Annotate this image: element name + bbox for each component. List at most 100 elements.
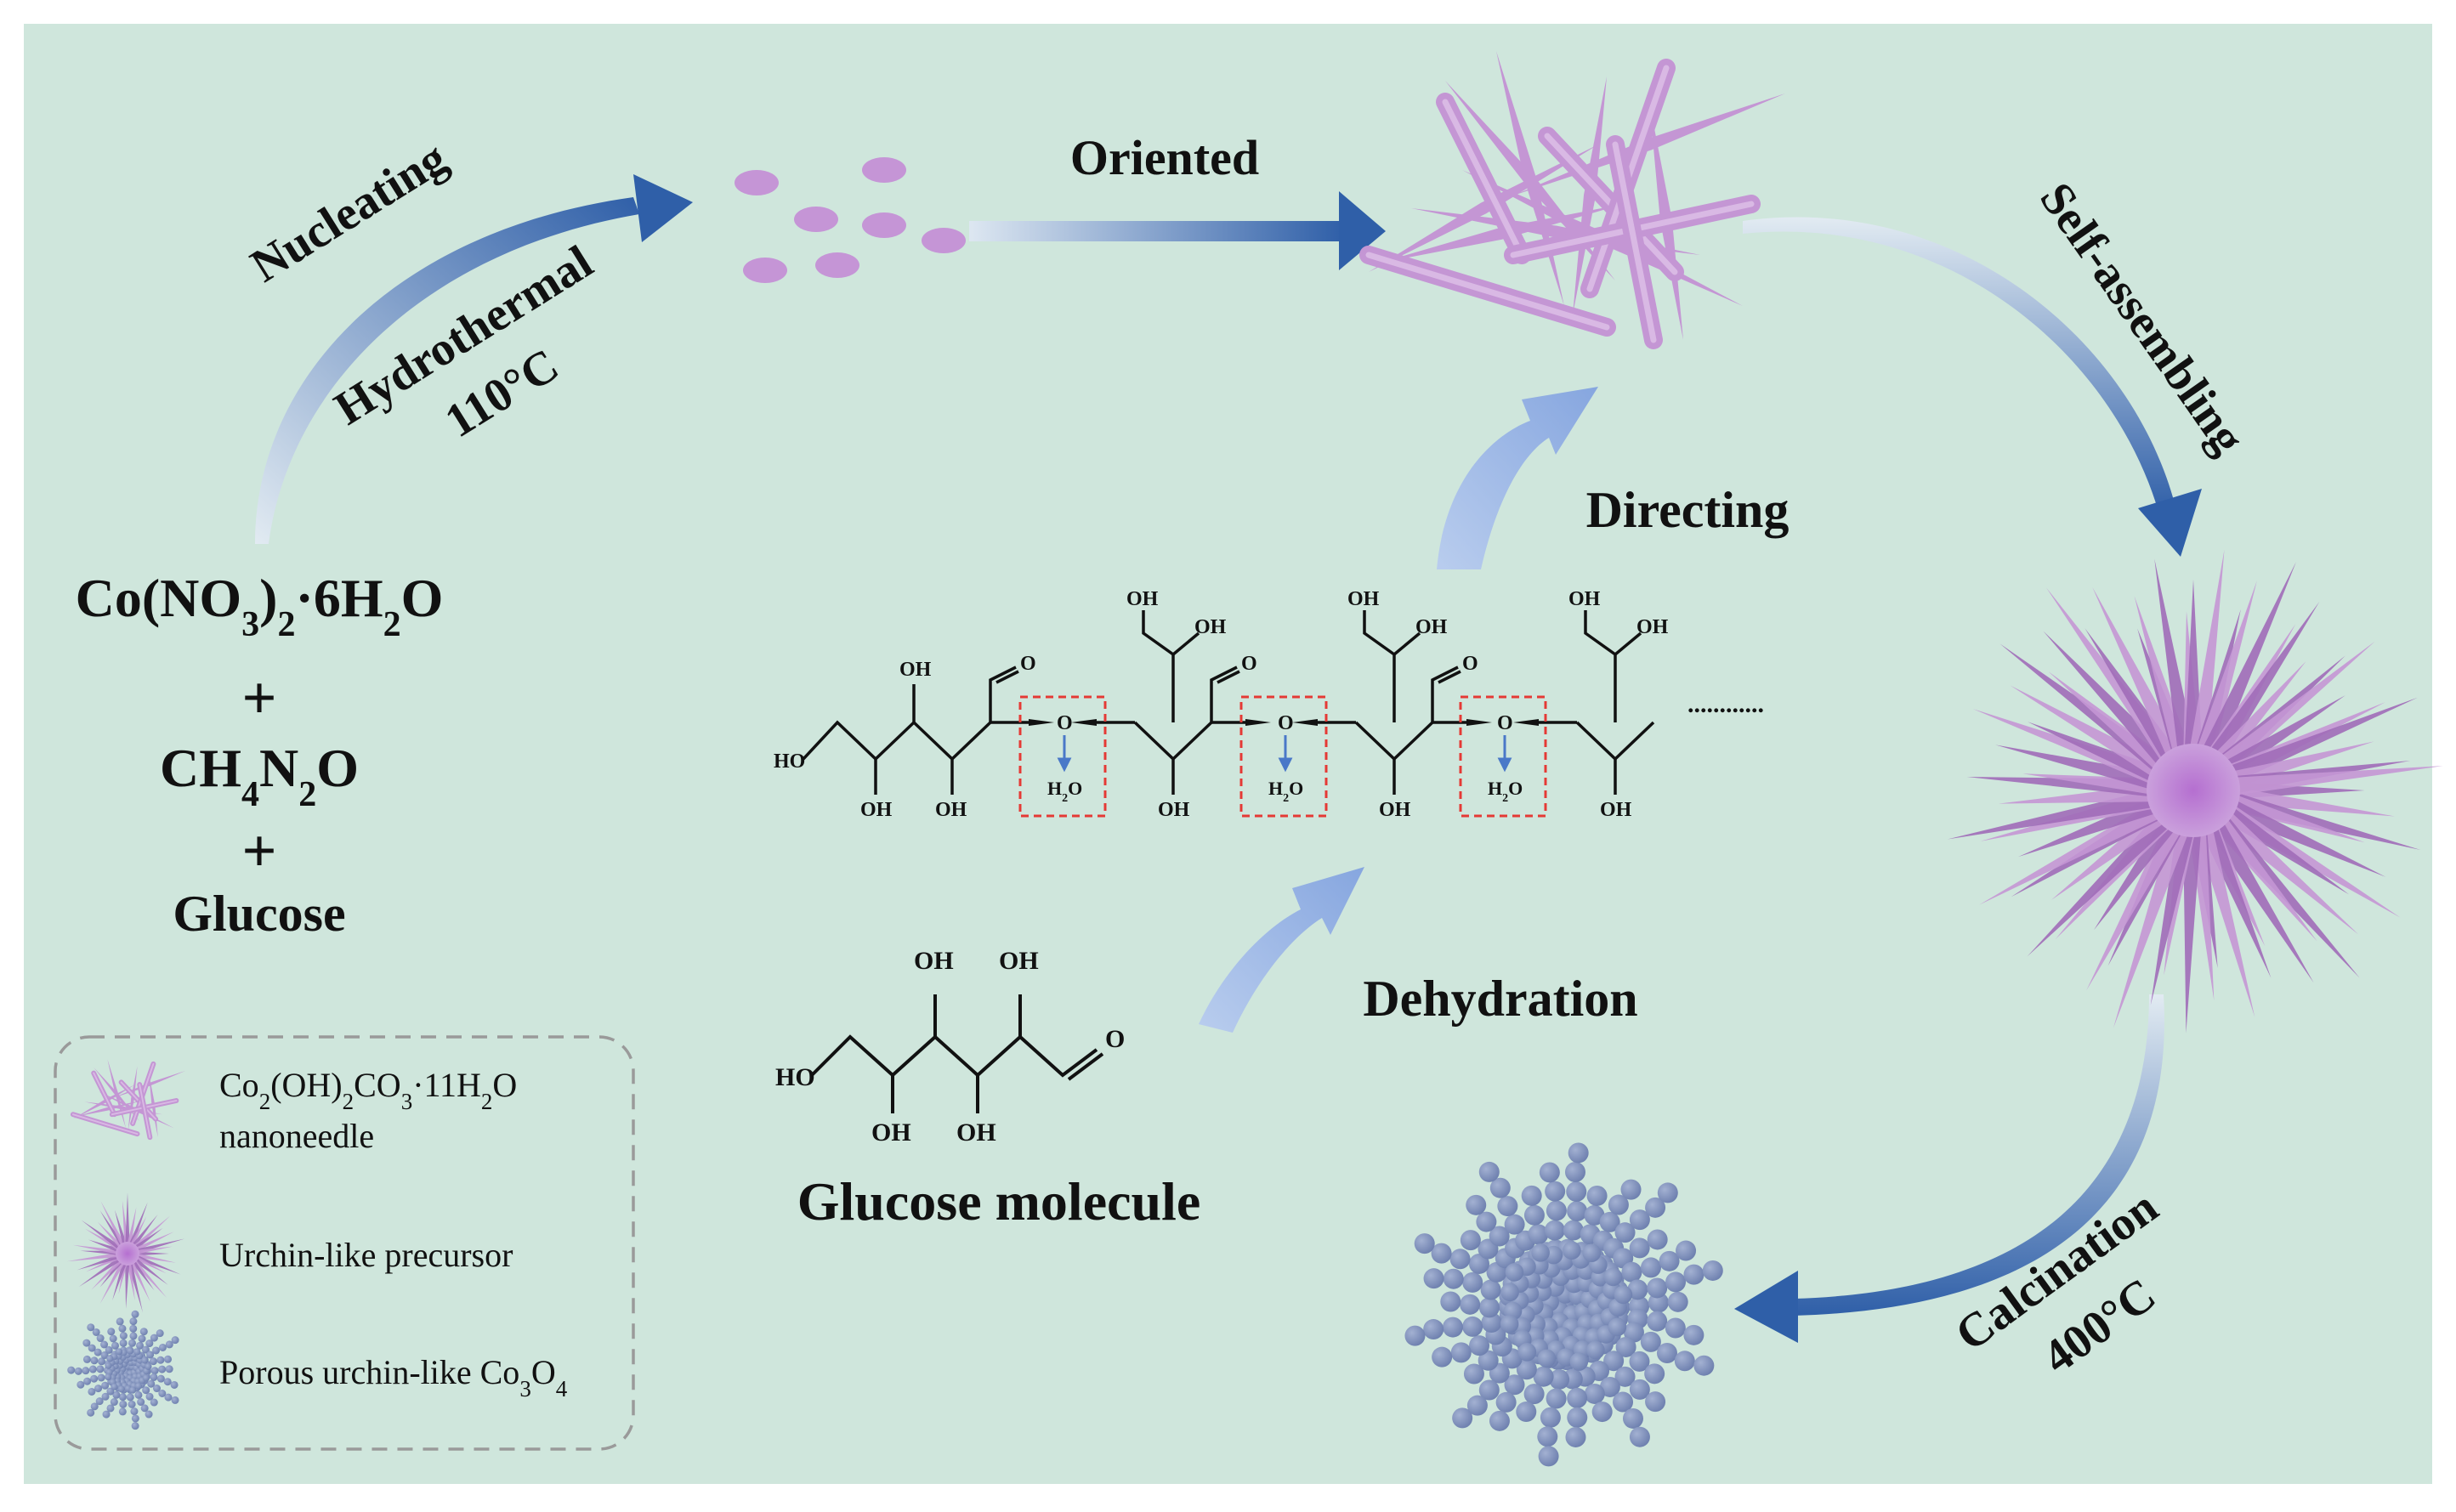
co3o4-particle [1665, 1271, 1687, 1293]
co3o4-particle [67, 1366, 76, 1374]
co3o4-core-particle [127, 1347, 134, 1355]
co3o4-particle [150, 1373, 158, 1381]
water-label-3: H2O [1488, 778, 1523, 805]
co3o4-particle [1478, 1161, 1500, 1182]
co3o4-particle [1478, 1297, 1500, 1318]
co3o4-particle [126, 1393, 134, 1402]
nanorod-highlight [71, 1113, 139, 1135]
co3o4-particle [90, 1374, 99, 1383]
co3o4-particle [1440, 1291, 1461, 1312]
chain-oh-9: OH [1415, 616, 1448, 638]
co3o4-particle [1614, 1222, 1636, 1243]
self-assembling-arrow [1743, 217, 2202, 557]
co3o4-particle [136, 1341, 145, 1350]
nucleus-dot [743, 258, 787, 283]
glucose-oh-2: OH [956, 1118, 996, 1147]
co3o4-core-particle [111, 1383, 118, 1390]
co3o4-particle [1537, 1426, 1558, 1447]
co3o4-particle [1591, 1402, 1613, 1423]
co3o4-particle [1564, 1162, 1585, 1183]
co3o4-particle [1586, 1185, 1608, 1206]
co3o4-particle [1442, 1317, 1463, 1338]
co3o4-particle [1549, 1368, 1570, 1390]
co3o4-particle [77, 1380, 85, 1389]
nanorod-highlight [1442, 99, 1525, 258]
co3o4-particle [88, 1365, 97, 1373]
nanorod-highlight [93, 1072, 116, 1116]
co3o4-particle [170, 1380, 179, 1389]
chain-o-3: O [1462, 653, 1478, 675]
co3o4-particle [171, 1396, 179, 1404]
co3o4-particle [1468, 1253, 1489, 1274]
co3o4-particle [107, 1328, 116, 1336]
chain-oh-11: OH [1568, 588, 1601, 610]
co3o4-particle [1667, 1291, 1688, 1312]
co3o4-particle [1489, 1226, 1510, 1247]
co3o4-particle [111, 1341, 119, 1350]
co3o4-particle [128, 1339, 136, 1347]
nanoneedle [72, 1084, 135, 1119]
urchin-spike [81, 1220, 129, 1256]
co3o4-particle [1563, 1220, 1584, 1241]
co3o4-particle [145, 1392, 154, 1401]
glucose-ho: HO [775, 1063, 815, 1091]
nucleus-dot [922, 228, 966, 253]
co3o4-particle [138, 1334, 146, 1343]
co3o4-core-particle [142, 1374, 150, 1382]
legend-box [54, 1035, 635, 1451]
co3o4-particle [1627, 1279, 1648, 1300]
co3o4-particle [1546, 1200, 1567, 1221]
nanoneedles-cluster [1359, 51, 1785, 349]
chain-oh-8: OH [1347, 588, 1380, 610]
co3o4-particle [96, 1365, 105, 1373]
co3o4-particle [101, 1381, 110, 1390]
co3o4-particle [1523, 1384, 1545, 1405]
co3o4-core-particle [105, 1362, 112, 1369]
co3o4-particle [95, 1397, 104, 1406]
co3o4-particle [1423, 1319, 1444, 1340]
co3o4-particle [158, 1343, 167, 1351]
plus-sign-2: + [241, 817, 276, 885]
co3o4-particle [1665, 1317, 1686, 1339]
co3o4-particle [1608, 1194, 1629, 1215]
co3o4-particle [165, 1365, 173, 1373]
co3o4-particle [1516, 1402, 1537, 1423]
water-box-1 [1018, 695, 1107, 818]
oriented-label: Oriented [1070, 130, 1259, 185]
co3o4-core-particle [105, 1373, 112, 1381]
co3o4-particle [156, 1374, 165, 1383]
co3o4-particle [1629, 1237, 1650, 1259]
co3o4-particle [1462, 1316, 1483, 1337]
legend-nanoneedle-icon [70, 1059, 186, 1141]
co3o4-core-particle [1614, 1285, 1633, 1305]
co3o4-particle [1449, 1249, 1471, 1270]
urchin-spike [72, 1244, 128, 1257]
co3o4-particle [110, 1398, 118, 1407]
co3o4-particle [141, 1345, 150, 1354]
legend-porous-icon [67, 1310, 179, 1430]
nanoneedle [1573, 76, 1607, 314]
co3o4-core-particle [1500, 1283, 1519, 1302]
urchin-spike [99, 1252, 130, 1304]
co3o4-particle [1481, 1312, 1502, 1334]
co3o4-particle [94, 1348, 102, 1356]
co3o4-particle [150, 1334, 158, 1342]
co3o4-particle [1676, 1240, 1697, 1261]
co3o4-core-particle [141, 1356, 149, 1364]
co3o4-particle [92, 1328, 100, 1336]
co3o4-particle [1478, 1379, 1500, 1401]
co3o4-particle [1659, 1250, 1680, 1271]
co3o4-core-particle [117, 1385, 125, 1393]
co3o4-particle [1613, 1391, 1634, 1413]
co3o4-particle [1431, 1243, 1452, 1264]
co3o4-core-particle [1586, 1340, 1605, 1360]
nanorod-highlight [1365, 252, 1610, 331]
oriented-arrow [969, 191, 1386, 270]
water-label-1: H2O [1047, 778, 1082, 805]
co3o4-particle [90, 1402, 99, 1411]
nuclei-particles [735, 157, 966, 283]
co3o4-particle [156, 1356, 165, 1364]
plus-sign-1: + [241, 664, 276, 732]
co3o4-particle [96, 1334, 105, 1343]
co3o4-core-particle [1603, 1267, 1623, 1287]
